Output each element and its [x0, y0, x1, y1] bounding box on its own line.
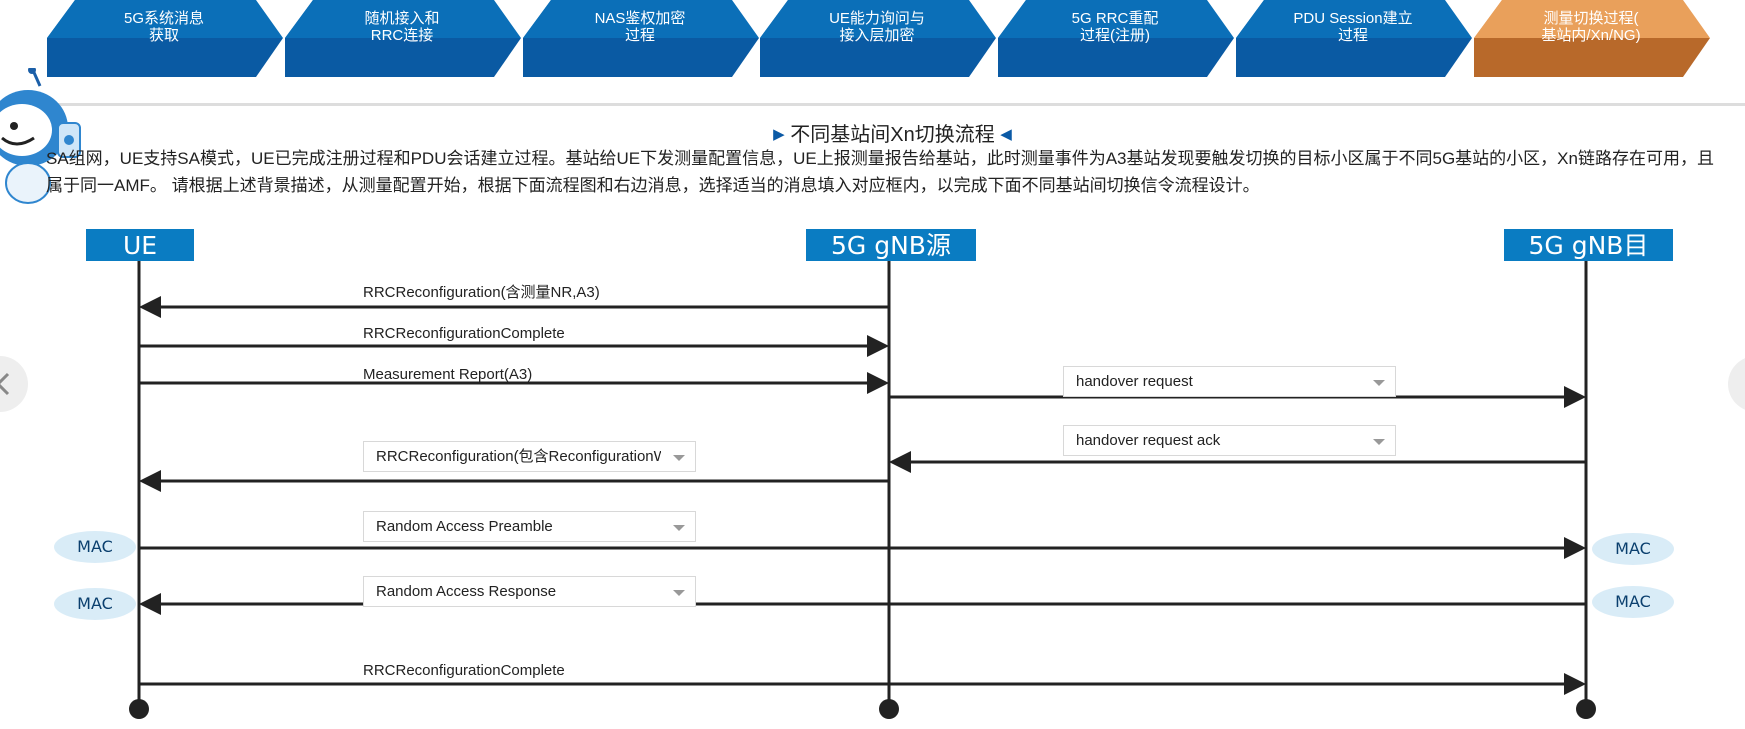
select-random-access-response-value: Random Access Response — [376, 583, 557, 600]
chevron-arrow-icon — [1474, 0, 1710, 77]
nav-step-4[interactable]: UE能力询问与 接入层加密 — [760, 0, 998, 77]
chevron-down-icon — [1373, 439, 1385, 445]
chevron-down-icon — [673, 525, 685, 531]
triangle-right-icon: ▶ — [773, 126, 785, 143]
triangle-left-icon: ◀ — [1000, 126, 1012, 143]
select-handover-request[interactable]: handover request — [1063, 366, 1396, 397]
nav-step-label: 5G RRC重配 过程(注册) — [1071, 10, 1159, 44]
arrow-rrc-reconfiguration-measure-arrowhead — [139, 296, 161, 318]
nav-step-label: UE能力询问与 接入层加密 — [829, 10, 925, 44]
arrow-measurement-report-arrowhead — [867, 372, 889, 394]
lifeline-end-ue — [129, 699, 149, 719]
chevron-arrow-icon — [998, 0, 1234, 77]
msg-measurement-report: Measurement Report(A3) — [363, 366, 533, 383]
nav-step-label: PDU Session建立 过程 — [1293, 10, 1413, 44]
chevron-down-icon — [1373, 380, 1385, 386]
diagram-title: ▶ 不同基站间Xn切换流程 ◀ — [0, 118, 1745, 147]
arrow-random-access-preamble-arrowhead — [1564, 537, 1586, 559]
arrow-rrc-reconfiguration-complete-1-arrowhead — [867, 335, 889, 357]
nav-step-label: 5G系统消息 获取 — [123, 10, 204, 44]
diagram-title-text: 不同基站间Xn切换流程 — [790, 124, 995, 146]
msg-rrc-reconfiguration-complete-2: RRCReconfigurationComplete — [363, 662, 565, 679]
arrow-rrc-reconfiguration-sync-arrowhead — [139, 470, 161, 492]
entity-target-gnb: 5G gNB目 — [1504, 229, 1673, 261]
nav-step-6[interactable]: PDU Session建立 过程 — [1236, 0, 1474, 77]
nav-step-5[interactable]: 5G RRC重配 过程(注册) — [998, 0, 1236, 77]
nav-step-label: 随机接入和 RRC连接 — [364, 10, 440, 44]
mac-label-ue-2: MAC — [54, 588, 136, 620]
select-random-access-response[interactable]: Random Access Response — [363, 576, 696, 607]
prev-arrow-button[interactable] — [0, 356, 28, 412]
chevron-arrow-icon — [523, 0, 759, 77]
select-handover-request-value: handover request — [1076, 373, 1193, 390]
select-handover-request-ack-value: handover request ack — [1076, 432, 1221, 449]
select-handover-request-ack[interactable]: handover request ack — [1063, 425, 1396, 456]
arrow-rrc-reconfiguration-complete-2-arrowhead — [1564, 673, 1586, 695]
msg-rrc-reconfiguration-measure: RRCReconfiguration(含测量NR,A3) — [363, 284, 600, 301]
arrow-handover-request-ack-arrowhead — [889, 451, 911, 473]
select-random-access-preamble[interactable]: Random Access Preamble — [363, 511, 696, 542]
select-rrc-reconfiguration-sync-value: RRCReconfiguration(包含ReconfigurationWi — [376, 448, 661, 465]
nav-step-label: NAS鉴权加密 过程 — [594, 10, 686, 44]
arrow-random-access-response-arrowhead — [139, 593, 161, 615]
nav-step-7[interactable]: 测量切换过程( 基站内/Xn/NG) — [1474, 0, 1712, 77]
nav-divider — [50, 103, 1745, 106]
lifeline-end-target — [1576, 699, 1596, 719]
mac-label-target-1: MAC — [1592, 533, 1674, 565]
nav-step-3[interactable]: NAS鉴权加密 过程 — [523, 0, 761, 77]
next-arrow-button[interactable] — [1728, 356, 1745, 412]
chevron-arrow-icon — [760, 0, 996, 77]
select-random-access-preamble-value: Random Access Preamble — [376, 518, 553, 535]
scenario-description: SA组网，UE支持SA模式，UE已完成注册过程和PDU会话建立过程。基站给UE下… — [46, 149, 1714, 195]
nav-step-label: 测量切换过程( 基站内/Xn/NG) — [1541, 10, 1641, 44]
chevron-down-icon — [673, 455, 685, 461]
lifeline-end-source — [879, 699, 899, 719]
nav-step-1[interactable]: 5G系统消息 获取 — [47, 0, 285, 77]
chevron-arrow-icon — [47, 0, 283, 77]
nav-step-2[interactable]: 随机接入和 RRC连接 — [285, 0, 523, 77]
entity-ue: UE — [86, 229, 194, 261]
robot-mascot-icon — [0, 68, 81, 204]
msg-rrc-reconfiguration-complete-1: RRCReconfigurationComplete — [363, 325, 565, 342]
arrow-handover-request-arrowhead — [1564, 386, 1586, 408]
mac-label-target-2: MAC — [1592, 586, 1674, 618]
chevron-arrow-icon — [1236, 0, 1472, 77]
chevron-down-icon — [673, 590, 685, 596]
select-rrc-reconfiguration-sync[interactable]: RRCReconfiguration(包含ReconfigurationWi — [363, 441, 696, 472]
entity-source-gnb: 5G gNB源 — [806, 229, 976, 261]
mac-label-ue-1: MAC — [54, 531, 136, 563]
chevron-left-icon — [0, 372, 10, 396]
process-nav: 5G系统消息 获取 随机接入和 RRC连接 NAS鉴权加密 过程 UE能力询问与 接入… — [0, 0, 1745, 78]
chevron-arrow-icon — [285, 0, 521, 77]
